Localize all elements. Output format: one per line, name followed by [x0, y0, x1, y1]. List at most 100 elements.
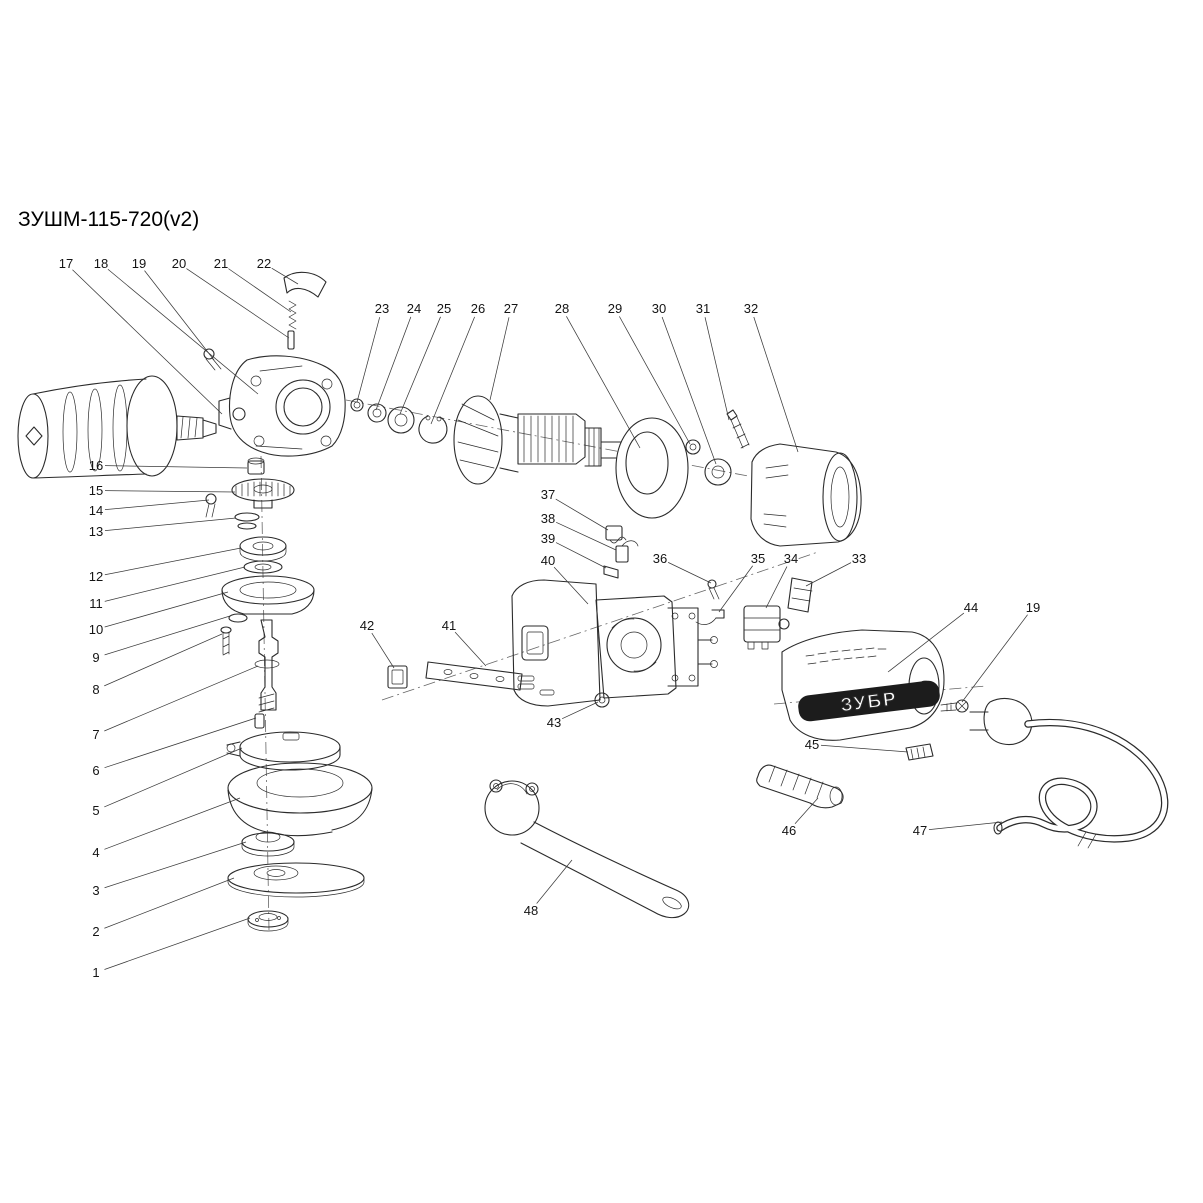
leader-line [489, 317, 510, 401]
part-number-label: 36 [653, 551, 667, 566]
part-number-label: 4 [92, 845, 99, 860]
leader-line [228, 268, 292, 313]
brand-band [798, 680, 940, 722]
part-number-label: 16 [89, 458, 103, 473]
leader-line [356, 317, 381, 403]
leader-line [271, 267, 299, 285]
handle-logo-diamond [25, 426, 43, 446]
leader-line [555, 542, 607, 569]
leader-lines [72, 267, 1028, 970]
part-number-label: 22 [257, 256, 271, 271]
spindle-nut-washer-bearing-circlip [350, 398, 448, 444]
part-number-label: 39 [541, 531, 555, 546]
leader-line [104, 490, 236, 493]
part-number-label: 7 [92, 727, 99, 742]
leader-line [667, 562, 712, 584]
part-number-label: 19 [132, 256, 146, 271]
side-handle-part [17, 375, 217, 479]
leader-line [619, 316, 691, 445]
leader-line [104, 499, 210, 511]
part-number-label: 6 [92, 763, 99, 778]
part-number-label: 15 [89, 483, 103, 498]
part-number-label: 14 [89, 503, 103, 518]
leader-line [104, 917, 251, 970]
leader-line [399, 316, 441, 415]
leader-line [661, 316, 717, 465]
brush-cover-part [905, 743, 934, 761]
leader-line [556, 521, 617, 551]
part-number-label: 8 [92, 682, 99, 697]
leader-line [704, 317, 730, 421]
part-number-label: 41 [442, 618, 456, 633]
part-number-label: 13 [89, 524, 103, 539]
leader-line [555, 498, 609, 531]
leader-line [430, 316, 475, 425]
power-cord-part [969, 698, 1169, 849]
leader-line [805, 562, 852, 587]
rear-screw-part [940, 699, 969, 713]
leader-line [104, 566, 246, 602]
leader-line [561, 701, 599, 720]
part-number-label: 21 [214, 256, 228, 271]
leader-line [104, 747, 243, 808]
part-number-label: 33 [852, 551, 866, 566]
part-number-label: 47 [913, 823, 927, 838]
leader-line [718, 565, 754, 613]
part-number-label: 23 [375, 301, 389, 316]
part-number-label: 20 [172, 256, 186, 271]
brush-holder-parts [603, 525, 639, 579]
part-number-label: 37 [541, 487, 555, 502]
leader-line [553, 566, 589, 605]
part-number-label: 46 [782, 823, 796, 838]
part-number-label: 9 [92, 650, 99, 665]
part-number-label: 17 [59, 256, 73, 271]
page-title: ЗУШМ-115-720(v2) [18, 208, 199, 231]
leader-line [104, 465, 248, 469]
part-number-label: 32 [744, 301, 758, 316]
part-number-label: 3 [92, 883, 99, 898]
part-number-label: 43 [547, 715, 561, 730]
part-number-label: 10 [89, 622, 103, 637]
part-number-label: 40 [541, 553, 555, 568]
leader-line [72, 269, 223, 415]
leader-line [536, 859, 573, 904]
part-number-label: 29 [608, 301, 622, 316]
leader-line [961, 614, 1028, 703]
leader-line [454, 631, 487, 667]
leader-line [104, 547, 242, 576]
part-number-label: 11 [89, 596, 103, 611]
part-number-label: 18 [94, 256, 108, 271]
leader-line [753, 316, 799, 453]
leader-line [104, 517, 237, 532]
rotor-armature-part [453, 395, 624, 485]
leader-line [104, 633, 223, 687]
part-number-label: 31 [696, 301, 710, 316]
leader-line [371, 632, 395, 669]
part-number-label: 19 [1026, 600, 1040, 615]
leader-line [104, 717, 257, 769]
leader-line [104, 591, 229, 628]
leader-line [107, 268, 259, 395]
part-number-label: 35 [751, 551, 765, 566]
switch-parts [695, 577, 813, 650]
leader-line [928, 821, 1003, 830]
part-number-label: 38 [541, 511, 555, 526]
baffle-plate-part [615, 417, 689, 519]
part-number-label: 48 [524, 903, 538, 918]
part-number-label: 26 [471, 301, 485, 316]
leader-line [104, 797, 241, 850]
part-number-label: 24 [407, 301, 421, 316]
leader-line [820, 744, 909, 753]
leader-line [186, 268, 290, 339]
leader-line [794, 797, 819, 825]
part-number-label: 2 [92, 924, 99, 939]
stator-housing-part [750, 443, 862, 547]
leader-line [375, 316, 412, 411]
leader-line [765, 566, 788, 609]
rear-bearing-parts [685, 409, 750, 486]
gear-housing-part [218, 355, 346, 457]
part-number-label: 28 [555, 301, 569, 316]
leader-line [566, 316, 641, 449]
leader-line [104, 665, 259, 732]
